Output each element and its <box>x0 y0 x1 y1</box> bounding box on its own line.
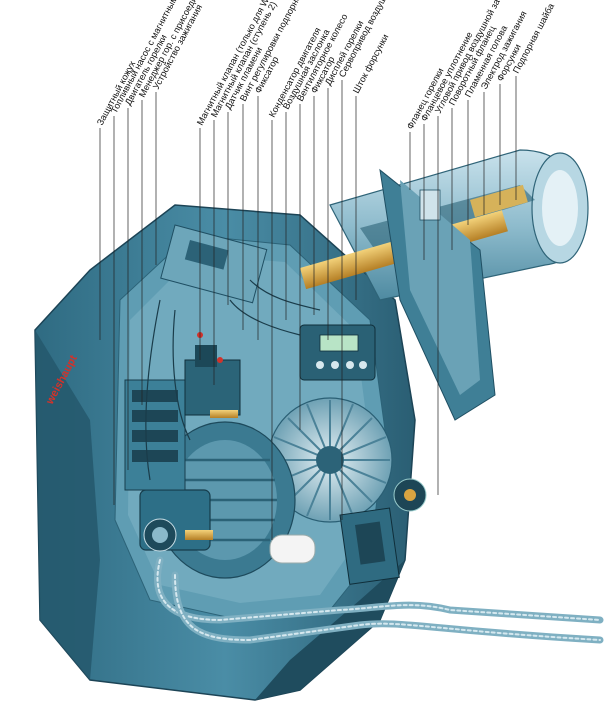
air-damper-angle-drive <box>393 478 427 512</box>
fuel-pump <box>139 489 213 552</box>
burner-flange <box>379 168 496 421</box>
motor-capacitor <box>269 534 316 564</box>
air-damper-servo <box>339 507 400 585</box>
leader-lines <box>99 76 517 540</box>
burner-display <box>299 324 376 381</box>
oil-hoses <box>154 556 604 644</box>
burner-manager <box>124 379 186 491</box>
solenoid-valves <box>184 332 241 418</box>
nozzle <box>470 184 528 218</box>
part-labels: Защитный кожух Топливный насос с магнитн… <box>95 0 557 131</box>
fan-wheel <box>267 397 393 523</box>
